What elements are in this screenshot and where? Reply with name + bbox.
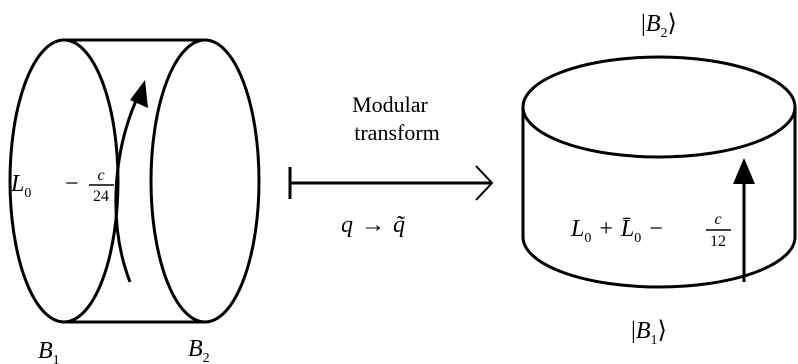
- left-time-arrow-head: [130, 80, 148, 108]
- modular-label-line2: transform: [354, 120, 440, 145]
- left-time-arrow-shaft: [114, 91, 142, 283]
- svg-text:L0: L0: [10, 171, 31, 201]
- mapsto-head: [475, 165, 494, 201]
- right-hamiltonian-label: L0+L̄0− c 12: [570, 211, 731, 250]
- state-b1-ket: |B1⟩: [631, 318, 667, 348]
- right-frac-num: c: [714, 211, 721, 228]
- right-cylinder-bottom-arc: [521, 236, 797, 289]
- left-cylinder-front-cap: [149, 38, 261, 324]
- left-frac-den: 24: [93, 188, 109, 205]
- right-cylinder-top-cap: [521, 55, 797, 159]
- mapsto-arrow: [288, 165, 494, 201]
- left-hamiltonian-sub: 0: [24, 186, 31, 201]
- right-frac-den: 12: [710, 233, 726, 250]
- left-hamiltonian-minus: −: [65, 171, 79, 197]
- state-b2-ket: |B2⟩: [641, 11, 677, 41]
- svg-text:L0+L̄0−: L0+L̄0−: [570, 216, 663, 246]
- right-hamiltonian-base1: L: [570, 216, 584, 242]
- right-hamiltonian-base2: L̄: [620, 216, 634, 242]
- boundary-b2-label: B2: [188, 336, 210, 364]
- modular-label-line1: Modular: [352, 92, 428, 117]
- right-cylinder: [521, 55, 797, 289]
- left-hamiltonian-base: L: [10, 171, 24, 197]
- q-map-label: q→q̃: [341, 212, 405, 238]
- left-hamiltonian-label: L0 − c 24: [10, 167, 114, 205]
- left-cylinder: [8, 38, 261, 324]
- left-frac-num: c: [97, 167, 104, 184]
- right-time-arrow-head: [733, 158, 755, 184]
- boundary-b1-label: B1: [38, 338, 60, 364]
